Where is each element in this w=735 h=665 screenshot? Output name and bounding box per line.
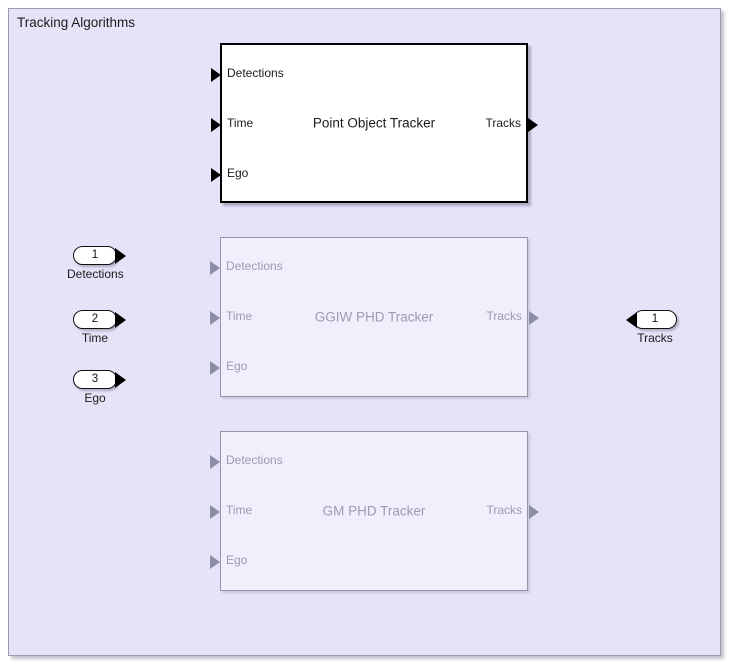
input-arrow-icon [210, 261, 220, 275]
input-arrow-icon [210, 455, 220, 469]
inport-number[interactable]: 3 [73, 370, 117, 389]
input-arrow-icon [210, 311, 220, 325]
port-arrow-icon [115, 372, 126, 388]
outport-tracks[interactable]: 1 Tracks [622, 310, 688, 348]
input-port-label: Detections [226, 453, 283, 467]
output-arrow-icon [528, 118, 538, 132]
port-arrow-icon [626, 312, 637, 328]
output-port-label: Tracks [486, 309, 522, 323]
input-arrow-icon [211, 68, 221, 82]
input-port-label: Time [227, 116, 254, 130]
input-arrow-icon [210, 361, 220, 375]
outport-number[interactable]: 1 [633, 310, 677, 329]
inport-number[interactable]: 1 [73, 246, 117, 265]
output-port-label: Tracks [485, 116, 521, 130]
input-arrow-icon [211, 168, 221, 182]
block-ggiw-phd-tracker[interactable]: GGIW PHD Tracker Detections Time Ego Tra… [210, 237, 539, 397]
block-point-object-tracker[interactable]: Point Object Tracker Detections Time Ego… [211, 43, 538, 203]
output-port-label: Tracks [486, 503, 522, 517]
block-title: GM PHD Tracker [322, 503, 426, 519]
output-arrow-icon [529, 505, 539, 519]
input-arrow-icon [210, 505, 220, 519]
inport-label: Ego [84, 391, 106, 405]
inport-number[interactable]: 2 [73, 310, 117, 329]
inport-ego[interactable]: 3 Ego [73, 370, 129, 408]
input-port-label: Detections [226, 259, 283, 273]
port-arrow-icon [115, 248, 126, 264]
output-arrow-icon [529, 311, 539, 325]
inport-time[interactable]: 2 Time [73, 310, 129, 348]
input-port-label: Time [226, 503, 253, 517]
port-arrow-icon [115, 312, 126, 328]
inport-label: Detections [67, 267, 124, 281]
input-port-label: Time [226, 309, 253, 323]
inport-label: Time [81, 331, 109, 345]
input-port-label: Detections [227, 66, 284, 80]
block-gm-phd-tracker[interactable]: GM PHD Tracker Detections Time Ego Track… [210, 431, 539, 591]
input-port-label: Ego [226, 359, 248, 373]
block-title: Point Object Tracker [312, 115, 436, 131]
input-port-label: Ego [227, 166, 249, 180]
input-arrow-icon [210, 555, 220, 569]
outport-label: Tracks [637, 331, 673, 345]
simulink-canvas[interactable]: Tracking Algorithms Point Object Tracker… [8, 8, 721, 656]
page-title: Tracking Algorithms [17, 15, 136, 30]
block-title: GGIW PHD Tracker [314, 309, 434, 325]
inport-detections[interactable]: 1 Detections [67, 246, 129, 284]
input-port-label: Ego [226, 553, 248, 567]
input-arrow-icon [211, 118, 221, 132]
